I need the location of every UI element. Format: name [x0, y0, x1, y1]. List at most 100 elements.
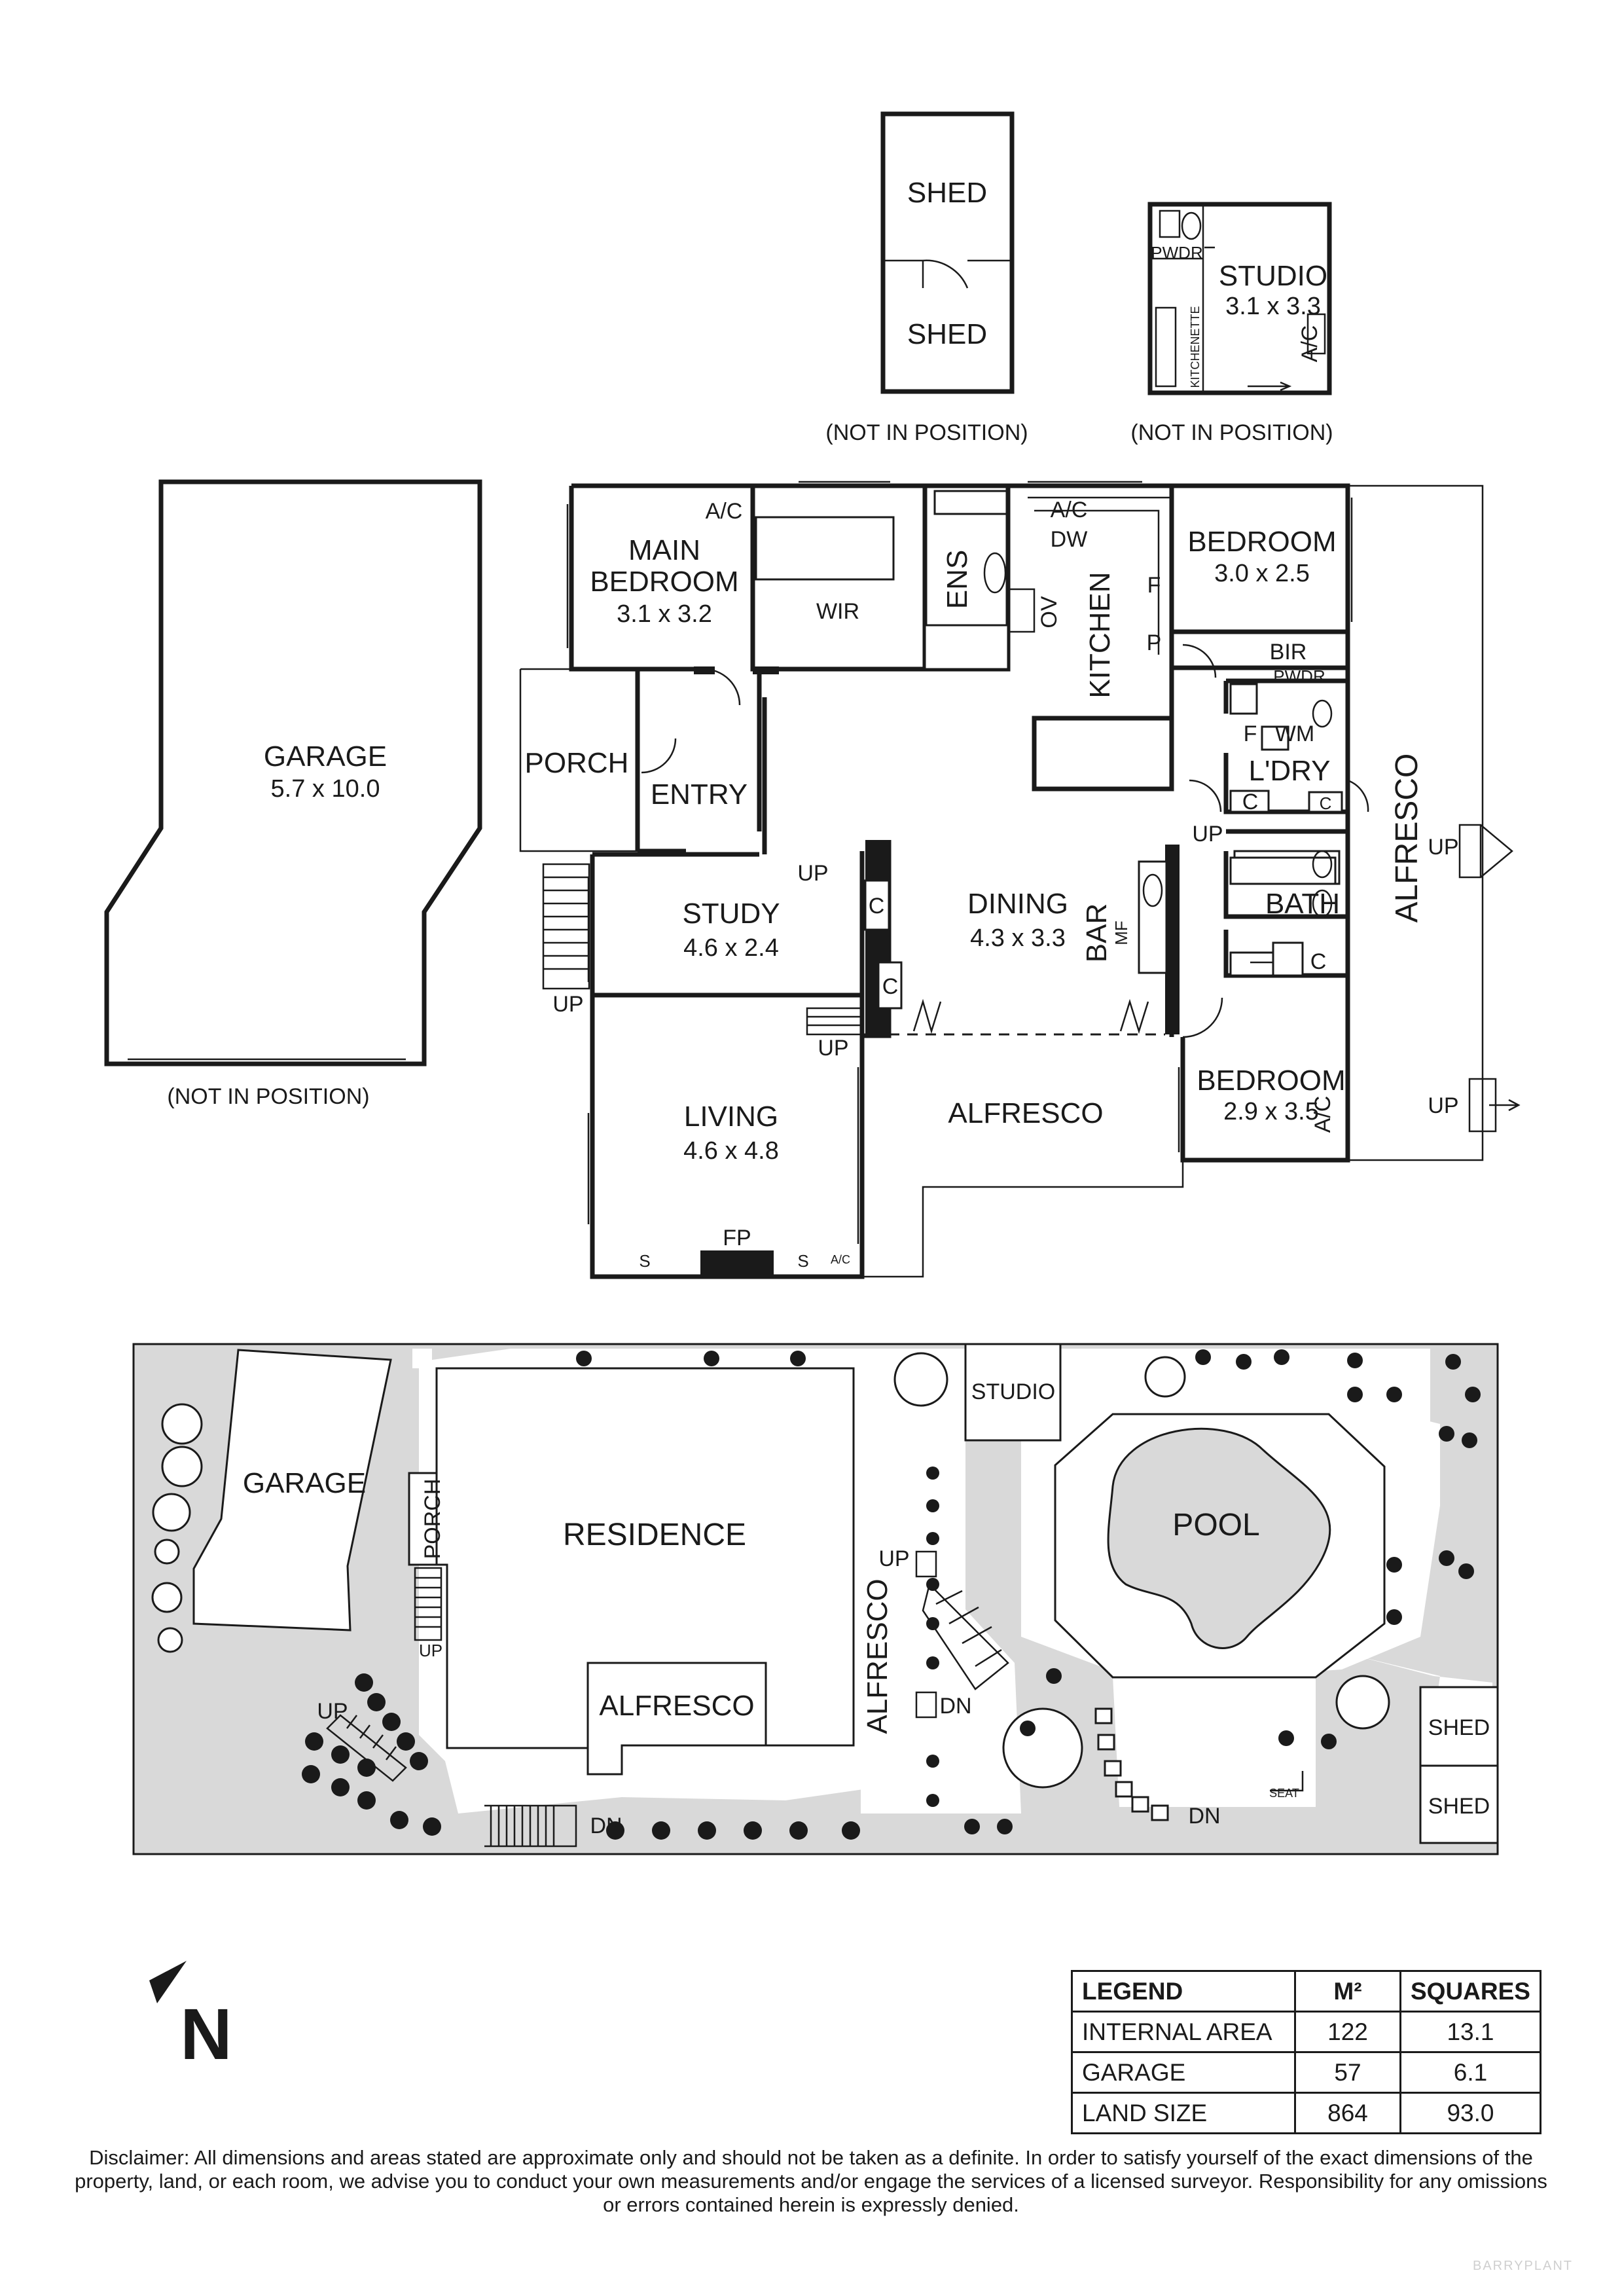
bar-mf-label: MF: [1111, 920, 1131, 945]
studio-not-in-position: (NOT IN POSITION): [1130, 420, 1333, 445]
living-dimensions: 4.6 x 4.8: [683, 1137, 779, 1165]
site-shed-1-label: SHED: [1428, 1715, 1490, 1740]
study-cupboard-label: C: [869, 894, 885, 919]
site-alfresco-step-up: UP: [878, 1546, 909, 1571]
site-shed-2-label: SHED: [1428, 1794, 1490, 1819]
site-garden-step-down: DN: [1188, 1804, 1220, 1829]
watermark-text: BARRYPLANT: [1473, 2259, 1574, 2273]
study-dimensions: 4.6 x 2.4: [683, 934, 779, 962]
alfresco-side-label: ALFRESCO: [1390, 754, 1424, 923]
laundry-fridge-label: F: [1244, 721, 1257, 746]
main-bedroom-label-line2: BEDROOM: [590, 566, 738, 598]
north-arrow: N: [149, 1961, 232, 2075]
legend-header-m2: M²: [1294, 1970, 1401, 2013]
legend-row-m2: 57: [1294, 2051, 1401, 2094]
laundry-label: L'DRY: [1249, 755, 1331, 787]
study-label: STUDY: [682, 898, 780, 930]
studio-label: STUDIO: [1219, 260, 1327, 292]
bedroom-2-label: BEDROOM: [1197, 1065, 1345, 1097]
living-step-up: UP: [818, 1036, 848, 1061]
garage-label: GARAGE: [264, 740, 387, 773]
entry-label: ENTRY: [651, 778, 748, 811]
site-front-step-down: DN: [590, 1813, 622, 1838]
bedroom-1-dimensions: 3.0 x 2.5: [1214, 560, 1310, 587]
dishwasher-label: DW: [1051, 527, 1088, 552]
wir-label: WIR: [816, 599, 859, 624]
main-house-walls: [519, 481, 1521, 1279]
garage-dimensions: 5.7 x 10.0: [271, 775, 380, 803]
bedroom-1-label: BEDROOM: [1187, 526, 1336, 558]
powder-room-label: PWDR: [1273, 666, 1325, 686]
studio-ac-label: A/C: [1297, 325, 1322, 363]
laundry-cupboard-2: C: [1320, 793, 1332, 813]
site-garage-label: GARAGE: [243, 1467, 366, 1499]
kitchen-label: KITCHEN: [1084, 572, 1116, 698]
site-seat-label: SEAT: [1269, 1787, 1299, 1800]
fridge-label: F: [1147, 573, 1161, 598]
site-studio-label: STUDIO: [971, 1379, 1055, 1404]
shed-not-in-position: (NOT IN POSITION): [825, 420, 1028, 445]
dining-cupboard-label: C: [882, 974, 899, 999]
main-bedroom-ac-label: A/C: [706, 499, 743, 524]
legend-header-squares: SQUARES: [1399, 1970, 1541, 2013]
area-legend-table: LEGEND M² SQUARES INTERNAL AREA 122 13.1…: [1071, 1970, 1541, 2134]
alfresco-step-up-1: UP: [1428, 835, 1458, 860]
oven-label: OV: [1037, 596, 1062, 628]
porch-stairs-up: UP: [552, 992, 583, 1017]
site-porch-label: PORCH: [420, 1479, 445, 1559]
legend-row-m2: 864: [1294, 2092, 1401, 2134]
porch-label: PORCH: [525, 747, 629, 779]
legend-row: LAND SIZE 864 93.0: [1071, 2092, 1541, 2134]
legend-row-label: LAND SIZE: [1071, 2092, 1296, 2134]
studio-dimensions: 3.1 x 3.3: [1225, 293, 1321, 320]
pantry-label: P: [1147, 630, 1162, 655]
bedroom-2-ac-label: A/C: [1310, 1096, 1335, 1133]
site-alfresco-step-down: DN: [939, 1694, 971, 1719]
legend-row: INTERNAL AREA 122 13.1: [1071, 2011, 1541, 2053]
alfresco-rear-label: ALFRESCO: [948, 1097, 1103, 1129]
site-pool-label: POOL: [1172, 1508, 1259, 1542]
legend-row-squares: 13.1: [1399, 2011, 1541, 2053]
studio-kitchenette-label: KITCHENETTE: [1189, 306, 1202, 388]
legend-row-squares: 6.1: [1399, 2051, 1541, 2094]
bir-label: BIR: [1270, 640, 1307, 665]
garage-not-in-position: (NOT IN POSITION): [167, 1084, 369, 1109]
dining-dimensions: 4.3 x 3.3: [970, 924, 1066, 952]
study-step-up: UP: [797, 861, 828, 886]
site-alfresco-side-label: ALFRESCO: [861, 1578, 893, 1734]
garage-building: GARAGE 5.7 x 10.0: [104, 479, 482, 1066]
main-bedroom-label-line1: MAIN: [628, 534, 700, 566]
legend-row-label: INTERNAL AREA: [1071, 2011, 1296, 2053]
sheds-outbuilding: SHED SHED: [880, 111, 1015, 394]
studio-pwdr-label: PWDR: [1151, 243, 1202, 263]
dining-label: DINING: [967, 888, 1068, 920]
site-residence-label: RESIDENCE: [563, 1518, 746, 1552]
bar-label: BAR: [1081, 903, 1113, 962]
legend-row-squares: 93.0: [1399, 2092, 1541, 2134]
living-shelf-left: S: [639, 1251, 650, 1271]
north-letter: N: [180, 1994, 232, 2075]
studio-outbuilding: PWDR KITCHENETTE STUDIO 3.1 x 3.3 A/C: [1147, 202, 1332, 395]
washing-machine-label: WM: [1275, 721, 1314, 746]
site-garage-step-up: UP: [317, 1699, 348, 1724]
fireplace-label: FP: [723, 1226, 751, 1250]
bath-label: BATH: [1265, 888, 1340, 920]
shed-top-label: SHED: [907, 177, 987, 209]
site-porch-step-up: UP: [419, 1641, 442, 1660]
shed-bottom-label: SHED: [907, 318, 987, 350]
legend-row-label: GARAGE: [1071, 2051, 1296, 2094]
site-plan: [132, 1343, 1499, 1855]
legend-row: GARAGE 57 6.1: [1071, 2051, 1541, 2094]
dining-step-up: UP: [1192, 822, 1223, 847]
site-alfresco-label: ALFRESCO: [599, 1690, 754, 1722]
legend-header-label: LEGEND: [1071, 1970, 1296, 2013]
bedroom-2-dimensions: 2.9 x 3.5: [1223, 1098, 1319, 1125]
living-ac-label: A/C: [831, 1253, 850, 1266]
ensuite-label: ENS: [941, 550, 973, 609]
living-label: LIVING: [684, 1101, 778, 1133]
alfresco-step-up-2: UP: [1428, 1093, 1458, 1118]
legend-row-m2: 122: [1294, 2011, 1401, 2053]
kitchen-ac-label: A/C: [1051, 498, 1088, 522]
main-bedroom-dimensions: 3.1 x 3.2: [617, 600, 712, 628]
